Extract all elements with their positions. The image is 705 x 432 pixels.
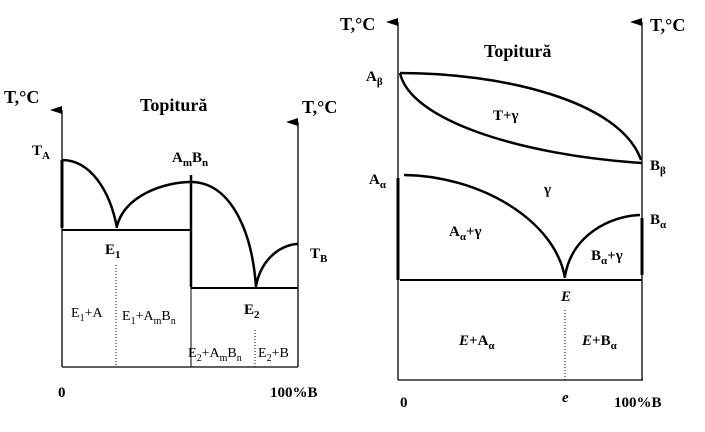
label-text: E bbox=[581, 333, 592, 349]
label-b-alpha-gamma: Bα+γ bbox=[591, 248, 623, 267]
label-text: B bbox=[192, 150, 202, 166]
label-subscript: n bbox=[171, 316, 176, 327]
left-x-end: 100%B bbox=[270, 385, 318, 401]
label-subscript: n bbox=[237, 353, 242, 364]
label-text: E bbox=[258, 346, 267, 361]
label-text: E bbox=[560, 289, 571, 305]
label-subscript: 1 bbox=[115, 249, 121, 261]
label-text: A bbox=[449, 224, 460, 240]
label-text: A bbox=[172, 150, 183, 166]
label-gamma: γ bbox=[543, 182, 551, 198]
label-subscript: 2 bbox=[267, 353, 272, 364]
label-b-alpha: Bα bbox=[650, 212, 667, 231]
label-t-gamma: T+γ bbox=[493, 108, 519, 124]
label-text: E bbox=[122, 309, 131, 324]
label-subscript: β bbox=[377, 76, 383, 88]
liquidus-curve bbox=[399, 71, 643, 161]
label-subscript: n bbox=[202, 157, 208, 169]
right-axis-right-label: T,°C bbox=[650, 15, 685, 35]
label-b-beta: Bβ bbox=[650, 158, 666, 177]
label-tb: TB bbox=[310, 246, 328, 265]
label-e2-b: E2+B bbox=[258, 346, 289, 364]
label-text: B bbox=[650, 212, 660, 228]
label-eutectic-e: E bbox=[560, 289, 571, 305]
liquidus-ambn-right-branch bbox=[190, 180, 258, 288]
label-subscript: A bbox=[42, 150, 50, 162]
label-text: A bbox=[369, 172, 380, 188]
label-text: +A bbox=[469, 333, 489, 349]
label-a-alpha-gamma: Aα+γ bbox=[449, 224, 482, 243]
label-text: +A bbox=[136, 309, 155, 324]
label-a-alpha: Aα bbox=[369, 172, 387, 191]
label-subscript: m bbox=[183, 157, 192, 169]
label-text: +γ bbox=[466, 224, 482, 240]
label-subscript: 2 bbox=[254, 309, 260, 321]
label-subscript: α bbox=[611, 340, 618, 352]
label-text: E bbox=[71, 306, 80, 321]
label-text: +B bbox=[272, 346, 289, 361]
label-subscript: 2 bbox=[197, 353, 202, 364]
label-e2-ambn: E2+AmBn bbox=[188, 346, 242, 364]
label-text: +A bbox=[202, 346, 221, 361]
label-text: +γ bbox=[607, 248, 623, 264]
label-e1-ambn: E1+AmBn bbox=[122, 309, 176, 327]
label-e2: E2 bbox=[244, 302, 260, 321]
left-axis-label: T,°C bbox=[4, 87, 39, 107]
label-subscript: α bbox=[660, 219, 667, 231]
label-e-b-alpha: E+Bα bbox=[581, 333, 618, 352]
label-text: E bbox=[188, 346, 197, 361]
label-e1-a: E1+A bbox=[71, 306, 103, 324]
label-text: T bbox=[32, 143, 42, 159]
label-text: γ bbox=[543, 182, 551, 198]
label-a-beta: Aβ bbox=[366, 69, 383, 88]
label-text: +A bbox=[85, 306, 104, 321]
label-subscript: α bbox=[380, 179, 387, 191]
label-ambn: AmBn bbox=[172, 150, 208, 169]
left-axis-right-label: T,°C bbox=[302, 97, 337, 117]
label-subscript: B bbox=[320, 253, 328, 265]
label-subscript: β bbox=[660, 165, 666, 177]
liquidus-b-branch bbox=[254, 242, 299, 287]
label-text: B bbox=[227, 346, 236, 361]
left-title: Topitură bbox=[140, 95, 207, 115]
label-text: T+γ bbox=[493, 108, 519, 124]
solvus-a-branch bbox=[403, 173, 567, 279]
label-text: A bbox=[366, 69, 377, 85]
label-subscript: α bbox=[488, 340, 495, 352]
right-axis-left-label: T,°C bbox=[340, 14, 375, 34]
label-text: B bbox=[591, 248, 601, 264]
right-x-mid: e bbox=[562, 390, 569, 406]
label-text: E bbox=[244, 302, 254, 318]
label-subscript: α bbox=[601, 255, 608, 267]
label-subscript: m bbox=[220, 353, 228, 364]
right-phase-diagram bbox=[386, 18, 644, 381]
right-x-end: 100%B bbox=[614, 395, 662, 411]
label-text: T bbox=[310, 246, 320, 262]
label-subscript: 1 bbox=[80, 313, 85, 324]
label-e1: E1 bbox=[105, 242, 121, 261]
label-subscript: m bbox=[154, 316, 162, 327]
solvus-b-branch bbox=[563, 213, 641, 277]
label-subscript: α bbox=[460, 231, 467, 243]
liquidus-ambn-left-branch bbox=[115, 180, 192, 227]
liquidus-a-branch bbox=[61, 158, 119, 229]
label-text: E bbox=[105, 242, 115, 258]
left-diagram-text: T,°C Topitură T,°C 0 100%B bbox=[4, 87, 337, 401]
label-ta: TA bbox=[32, 143, 50, 162]
right-diagram-text: T,°C Topitură T,°C 0 e 100%B bbox=[340, 14, 685, 411]
label-text: B bbox=[161, 309, 170, 324]
right-title: Topitură bbox=[484, 41, 551, 61]
label-subscript: 1 bbox=[131, 316, 136, 327]
left-x-start: 0 bbox=[58, 385, 66, 401]
label-e-a-alpha: E+Aα bbox=[458, 333, 495, 352]
label-text: B bbox=[650, 158, 660, 174]
label-text: +B bbox=[592, 333, 611, 349]
solidus-curve bbox=[398, 72, 643, 165]
left-phase-diagram bbox=[50, 106, 299, 368]
label-text: E bbox=[458, 333, 469, 349]
right-x-start: 0 bbox=[400, 395, 408, 411]
